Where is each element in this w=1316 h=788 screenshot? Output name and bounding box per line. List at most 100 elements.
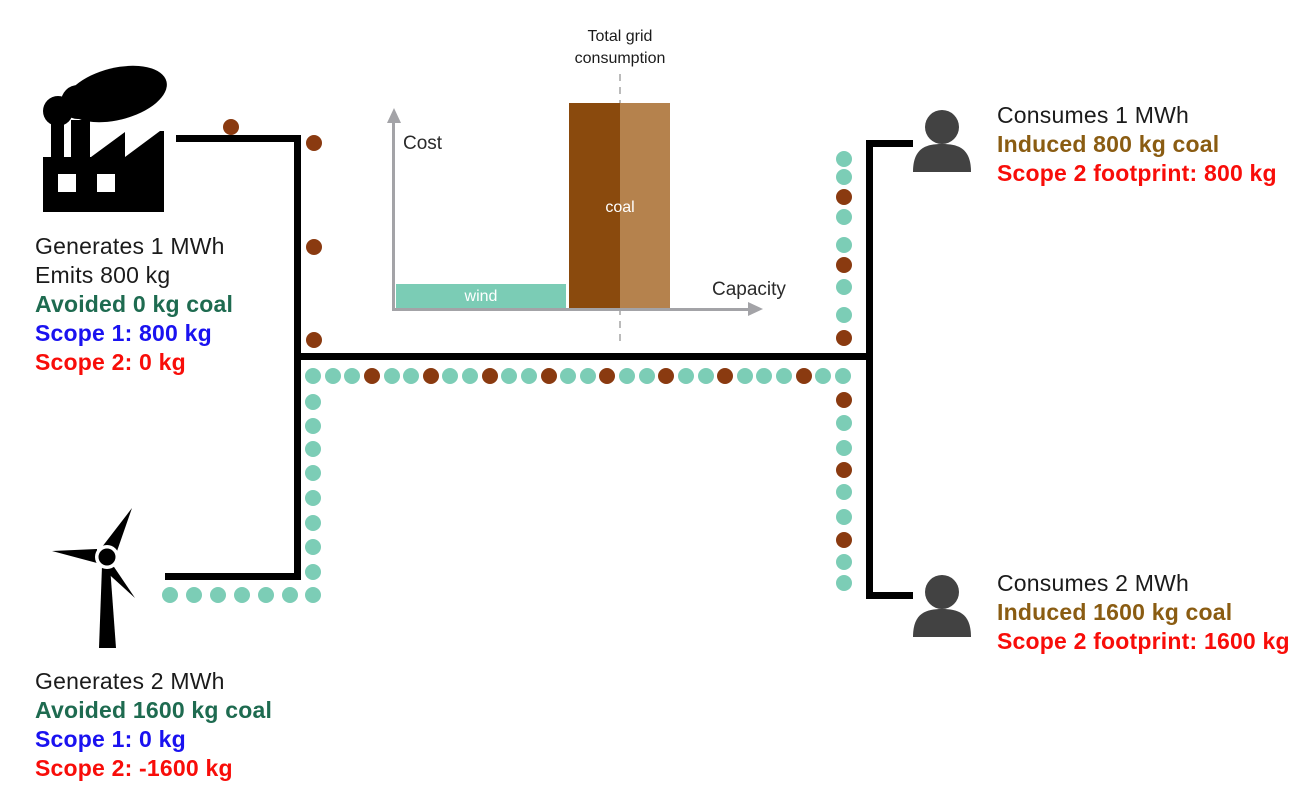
wind-energy-dot [383,368,400,384]
wind-energy-dot [520,368,537,384]
coal-plant-line-0: Generates 1 MWh [35,233,225,259]
wind-energy-dot [403,368,420,384]
consumer-1-line-1: Induced 800 kg coal [997,131,1220,157]
consumer-2-line-0: Consumes 2 MWh [997,570,1189,596]
wind-energy-dot [836,575,852,591]
wind-energy-dot [836,169,852,185]
wind-bar-label: wind [464,288,498,305]
wind-energy-dot [258,587,274,603]
coal-energy-dot [795,368,812,384]
coal-bar-label: coal [605,199,635,216]
coal-energy-dot [306,332,322,348]
grid-bus-line [294,353,873,360]
consumer2-person-icon [913,575,971,637]
coal-plant-connector-line [176,135,301,142]
wind-energy-dot [305,394,321,410]
consumer-1-line-0: Consumes 1 MWh [997,102,1189,128]
wind-energy-dot [305,441,321,457]
wind-energy-dot [579,368,596,384]
wind-energy-dot [234,587,250,603]
coal-energy-dot [836,189,852,205]
wind-energy-dot [835,368,851,384]
wind-energy-dot [210,587,226,603]
coal-energy-dot [717,368,734,384]
wind-energy-dot [442,368,459,384]
y-axis-arrow-icon [387,108,401,123]
y-axis-label: Cost [403,133,443,154]
wind-energy-dot [305,418,321,434]
wind-farm-line-3: Scope 2: -1600 kg [35,755,233,781]
consumer-2-line-1: Induced 1600 kg coal [997,599,1233,625]
coal-energy-dot [836,532,852,548]
coal-energy-dot [836,257,852,273]
x-axis-arrow-icon [748,302,763,316]
coal-energy-dot [306,239,322,255]
coal-energy-dot [599,368,616,384]
coal-bar-consumed [569,103,620,308]
wind-energy-dot [560,368,577,384]
consumer1-person-icon [913,110,971,172]
wind-energy-dot [305,490,321,506]
wind-energy-dot [305,515,321,531]
consumer1-connector-line [866,140,913,147]
factory-icon [43,65,167,212]
wind-farm-connector-line [165,573,301,580]
wind-turbine-icon [52,508,135,648]
wind-energy-dot [305,564,321,580]
wind-farm-line-1: Avoided 1600 kg coal [35,697,273,723]
coal-plant-line-1: Emits 800 kg [35,262,171,288]
consumer-1-line-2: Scope 2 footprint: 800 kg [997,160,1277,186]
chart-title: Total grid consumption [574,28,666,67]
coal-energy-dot [836,462,852,478]
coal-plant-line-2: Avoided 0 kg coal [35,291,234,317]
y-axis [392,119,395,310]
wind-energy-dot [836,307,852,323]
coal-energy-dot [223,119,239,135]
coal-energy-dot [481,368,498,384]
wind-energy-dot [756,368,773,384]
x-axis [392,308,750,311]
wind-energy-dot [462,368,479,384]
wind-energy-dot [836,509,852,525]
wind-energy-dot [305,539,321,555]
wind-bar [396,284,566,308]
wind-energy-dot [501,368,518,384]
coal-plant-line-3: Scope 1: 800 kg [35,320,212,346]
wind-energy-dot [619,368,636,384]
wind-energy-dot [836,209,852,225]
wind-farm-line-2: Scope 1: 0 kg [35,726,186,752]
wind-energy-dot [776,368,793,384]
wind-energy-dot [305,368,321,384]
wind-energy-dot [836,279,852,295]
wind-energy-dot [836,440,852,456]
wind-energy-dot [815,368,832,384]
wind-energy-dot [836,554,852,570]
wind-energy-dot [186,587,202,603]
coal-energy-dot [540,368,557,384]
wind-farm-line-0: Generates 2 MWh [35,668,225,694]
wind-energy-dot [836,484,852,500]
wind-energy-dot [836,237,852,253]
coal-energy-dot [658,368,675,384]
x-axis-label: Capacity [712,279,786,300]
wind-energy-dot [162,587,178,603]
wind-energy-dot [324,368,341,384]
coal-energy-dot [422,368,439,384]
coal-energy-dot [306,135,322,151]
wind-energy-dot [305,465,321,481]
coal-energy-dot [836,330,852,346]
wind-energy-dot [736,368,753,384]
wind-energy-dot [305,587,321,603]
wind-energy-dot [697,368,714,384]
coal-plant-line-4: Scope 2: 0 kg [35,349,186,375]
wind-energy-dot [282,587,298,603]
coal-energy-dot [363,368,380,384]
wind-energy-dot [836,151,852,167]
coal-bar-unused [620,103,670,308]
right-vertical-grid-line [866,140,873,599]
